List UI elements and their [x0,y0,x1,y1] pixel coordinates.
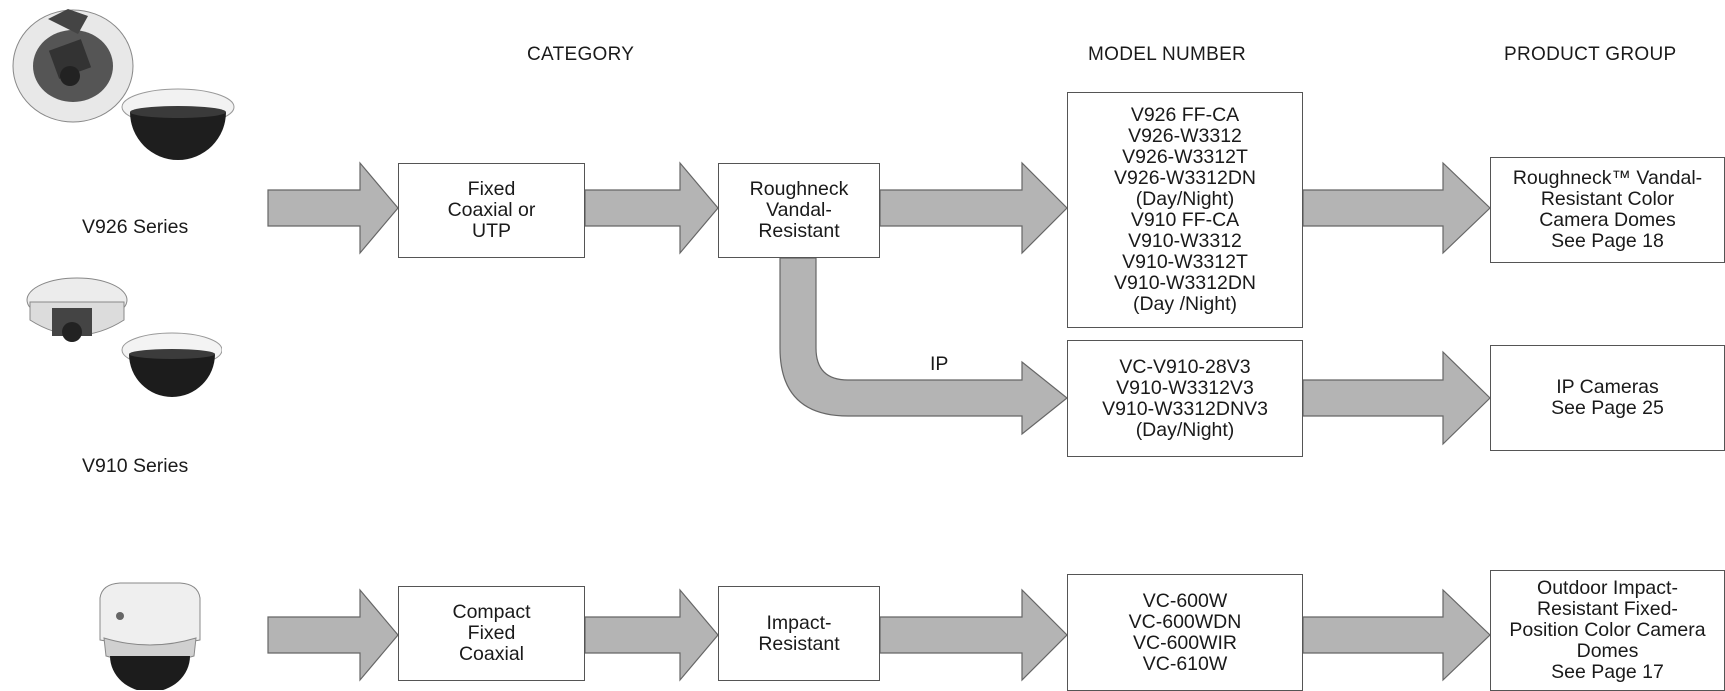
product-group-line: See Page 25 [1551,397,1664,419]
model-number: V926-W3312 [1128,125,1242,147]
v910-camera-image [26,277,222,397]
category-line: Coaxial or [447,199,536,221]
model-number: V926-W3312T [1122,146,1248,168]
arrow-ip-models-to-group [1302,350,1491,446]
model-number: V910-W3312 [1128,230,1242,252]
model-number: VC-600WIR [1132,631,1238,654]
model-number: V910 FF-CA [1130,209,1240,231]
model-number: VC-610W [1142,652,1228,675]
product-group-line: IP Cameras [1556,376,1659,398]
caption-v926-series: V926 Series [82,216,189,238]
arrow-ip-branch [779,257,1068,436]
arrow-type-to-models-row2 [879,588,1068,682]
product-group-line: Camera Domes [1539,209,1676,231]
product-group-line: Position Color Camera [1509,619,1706,641]
product-group-box-roughneck: Roughneck™ Vandal- Resistant Color Camer… [1490,157,1725,263]
category-line: Compact [452,601,531,623]
arrow-category-to-type-row2 [584,588,719,682]
category-line: UTP [472,220,511,242]
caption-v910-series: V910 Series [82,455,189,477]
type-box-roughneck: Roughneck Vandal- Resistant [718,163,880,258]
product-group-line: Domes [1576,640,1639,662]
category-box-fixed-coaxial-utp: Fixed Coaxial or UTP [398,163,585,258]
category-line: Coaxial [458,643,525,665]
header-model-number: MODEL NUMBER [1088,44,1247,65]
model-box-roughneck: V926 FF-CA V926-W3312 V926-W3312T V926-W… [1067,92,1303,328]
type-box-impact-resistant: Impact- Resistant [718,586,880,681]
product-group-line: Roughneck™ Vandal- [1512,167,1703,189]
product-group-box-ip-cameras: IP Cameras See Page 25 [1490,345,1725,451]
arrow-models-to-group-row2 [1302,588,1491,682]
ip-branch-label: IP [930,353,949,375]
model-number: V910-W3312T [1122,251,1248,273]
arrow-category-to-type-row1 [584,161,719,255]
model-box-impact: VC-600W VC-600WDN VC-600WIR VC-610W [1067,574,1303,691]
model-number: (Day/Night) [1135,418,1235,441]
type-line: Impact- [766,611,832,634]
model-number: V910-W3312V3 [1116,376,1254,399]
header-category: CATEGORY [527,44,635,65]
arrow-type-to-models-row1 [879,161,1068,255]
model-number: V926-W3312DN [1114,167,1256,189]
type-line: Resistant [758,220,840,242]
category-box-compact-fixed-coaxial: Compact Fixed Coaxial [398,586,585,681]
model-number: (Day /Night) [1132,293,1238,315]
model-box-ip: VC-V910-28V3 V910-W3312V3 V910-W3312DNV3… [1067,340,1303,457]
model-number: V910-W3312DNV3 [1102,397,1268,420]
arrow-models-to-group-row1 [1302,161,1491,255]
model-number: V926 FF-CA [1130,104,1240,126]
vc600-camera-image [99,582,201,690]
product-group-line: Resistant Fixed- [1537,598,1678,620]
model-number: V910-W3312DN [1114,272,1256,294]
product-group-line: See Page 18 [1551,230,1664,252]
arrow-start-row2 [267,588,399,682]
header-product-group: PRODUCT GROUP [1504,44,1677,65]
category-line: Fixed [467,622,516,644]
type-line: Roughneck [749,178,849,200]
product-group-line: See Page 17 [1551,661,1664,683]
product-group-line: Outdoor Impact- [1537,577,1678,599]
type-line: Resistant [758,632,840,655]
category-line: Fixed [467,178,516,200]
product-group-line: Resistant Color [1540,188,1675,210]
model-number: VC-600WDN [1128,610,1242,633]
model-number: VC-600W [1142,589,1228,612]
arrow-start-row1 [267,161,399,255]
model-number: VC-V910-28V3 [1119,355,1251,378]
model-number: (Day/Night) [1135,188,1235,210]
v926-camera-image [12,9,235,160]
product-group-box-outdoor-impact: Outdoor Impact- Resistant Fixed- Positio… [1490,570,1725,691]
type-line: Vandal- [766,199,832,221]
